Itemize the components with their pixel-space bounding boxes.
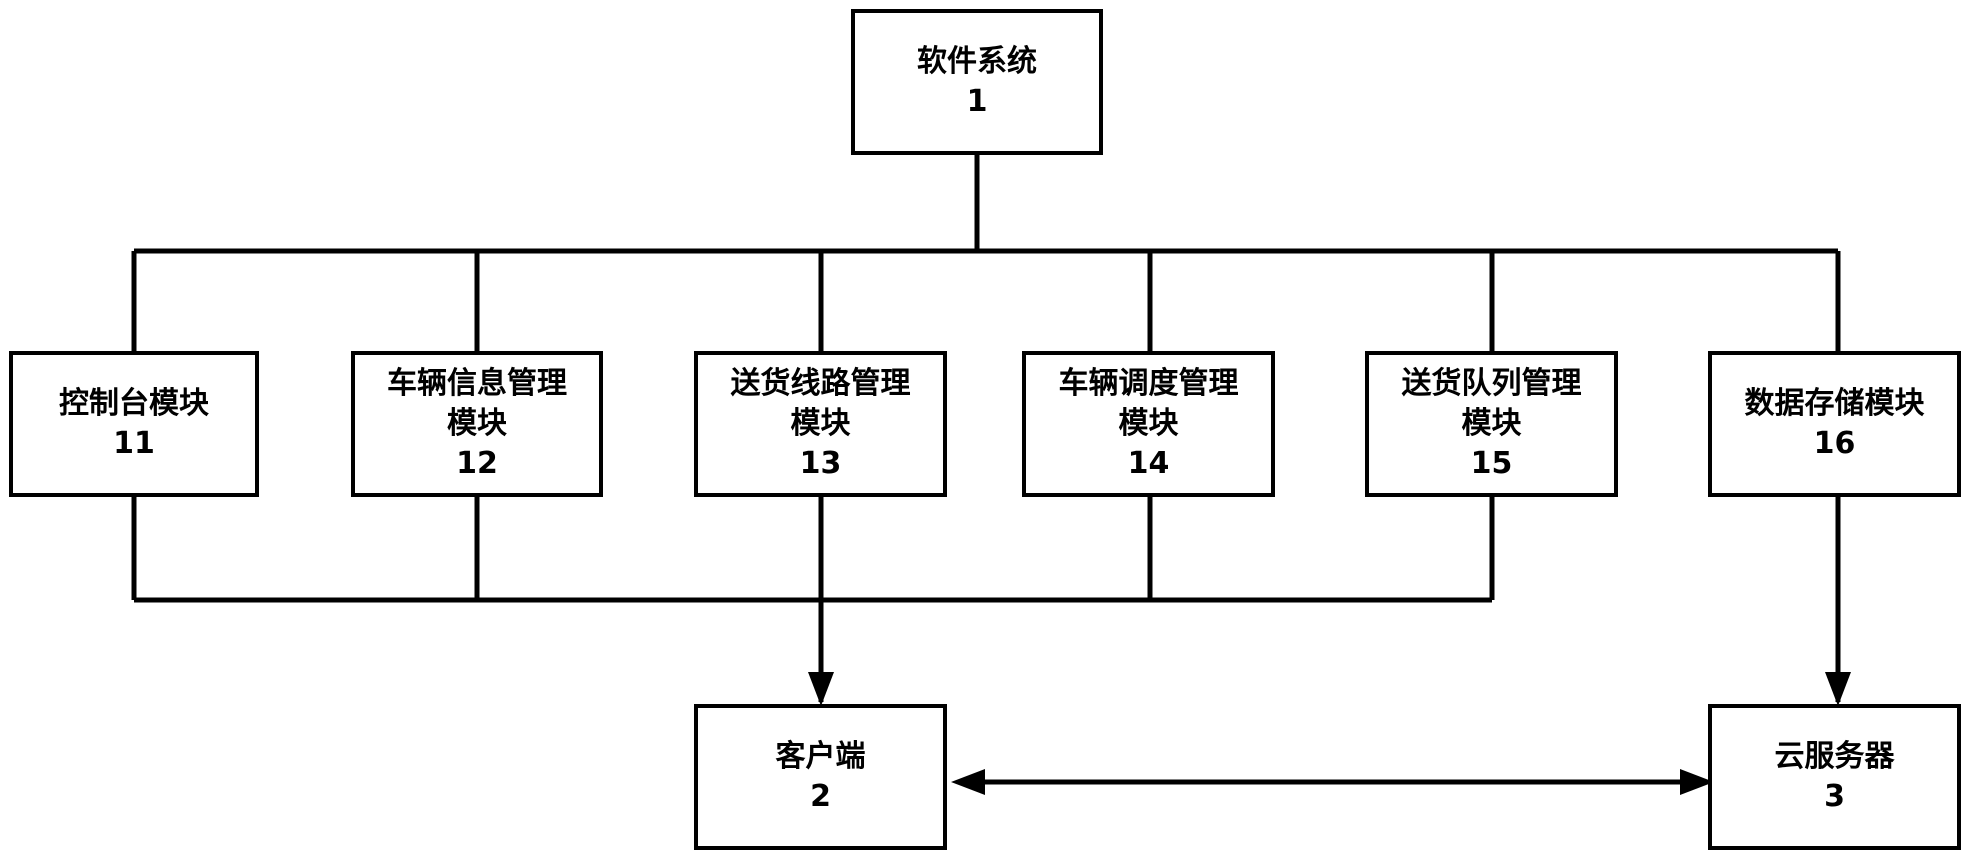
vehicle-dispatch-module-label-line1: 车辆调度管理: [1058, 366, 1239, 401]
software-system-number: 1: [966, 84, 988, 119]
vehicle-dispatch-module-label-line2: 模块: [1118, 406, 1179, 441]
console-module-label: 控制台模块: [59, 386, 209, 421]
cloud-server-label: 云服务器: [1774, 739, 1895, 774]
delivery-queue-module-number: 15: [1470, 446, 1513, 481]
data-storage-module-number: 16: [1813, 426, 1856, 461]
arrow-to-client-head: [808, 672, 834, 706]
vehicle-info-module-label-line1: 车辆信息管理: [387, 366, 567, 401]
delivery-route-module-label-line2: 模块: [790, 406, 851, 441]
client-box: 客户端 2: [694, 704, 947, 850]
vehicle-info-module-box: 车辆信息管理 模块 12: [351, 351, 603, 497]
arrow-to-cloud-server-head: [1825, 672, 1851, 706]
delivery-route-module-number: 13: [799, 446, 842, 481]
software-system-box: 软件系统 1: [851, 9, 1103, 155]
cloud-server-number: 3: [1824, 779, 1845, 814]
console-module-box: 控制台模块 11: [9, 351, 259, 497]
vehicle-info-module-number: 12: [456, 446, 498, 481]
console-module-number: 11: [113, 426, 155, 461]
delivery-route-module-box: 送货线路管理 模块 13: [694, 351, 947, 497]
vehicle-info-module-label-line2: 模块: [447, 406, 507, 441]
data-storage-module-label: 数据存储模块: [1744, 386, 1925, 421]
bidirectional-arrow-head-left: [951, 769, 985, 795]
client-number: 2: [810, 779, 831, 814]
data-storage-module-box: 数据存储模块 16: [1708, 351, 1961, 497]
cloud-server-box: 云服务器 3: [1708, 704, 1961, 850]
client-label: 客户端: [775, 739, 866, 774]
delivery-queue-module-box: 送货队列管理 模块 15: [1365, 351, 1618, 497]
vehicle-dispatch-module-number: 14: [1127, 446, 1170, 481]
delivery-route-module-label-line1: 送货线路管理: [730, 366, 911, 401]
delivery-queue-module-label-line1: 送货队列管理: [1401, 366, 1582, 401]
bidirectional-arrow-head-right: [1680, 769, 1714, 795]
software-system-label: 软件系统: [917, 44, 1037, 79]
vehicle-dispatch-module-box: 车辆调度管理 模块 14: [1022, 351, 1275, 497]
delivery-queue-module-label-line2: 模块: [1461, 406, 1522, 441]
